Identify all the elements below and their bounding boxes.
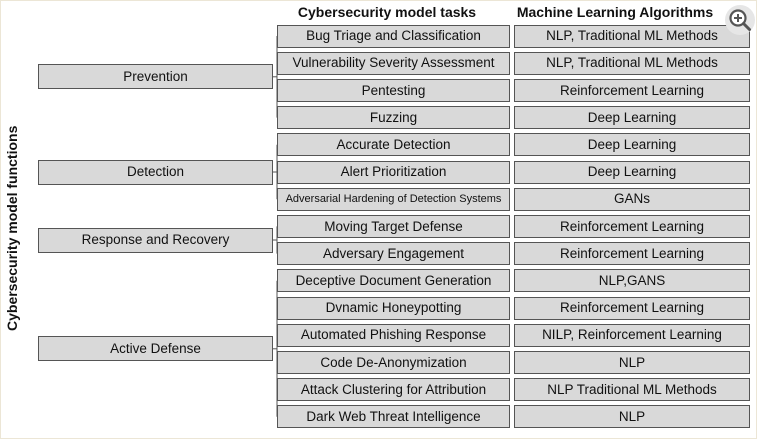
function-box: Active Defense	[38, 336, 273, 362]
algorithm-box: Reinforcement Learning	[514, 242, 750, 266]
algorithm-box: NLP, Traditional ML Methods	[514, 24, 750, 48]
task-box: Fuzzing	[277, 106, 510, 130]
algorithm-box: Reinforcement Learning	[514, 214, 750, 238]
algorithm-box: Deep Learning	[514, 160, 750, 184]
task-box: Deceptive Document Generation	[277, 269, 510, 293]
task-box: Alert Prioritization	[277, 160, 510, 184]
algorithm-box: Reinforcement Learning	[514, 296, 750, 320]
algorithm-box: GANs	[514, 187, 750, 211]
functions-axis-title: Cybersecurity model functions	[4, 125, 20, 331]
task-box: Adversarial Hardening of Detection Syste…	[277, 187, 510, 211]
algorithm-box: Deep Learning	[514, 106, 750, 130]
tasks-column-header: Cybersecurity model tasks	[297, 4, 477, 20]
function-box: Response and Recovery	[38, 227, 273, 253]
task-box: Dvnamic Honeypotting	[277, 296, 510, 320]
algorithm-box: NLP Traditional ML Methods	[514, 378, 750, 402]
zoom-in-icon	[729, 9, 751, 31]
task-box: Moving Target Defense	[277, 214, 510, 238]
algorithm-box: NILP, Reinforcement Learning	[514, 323, 750, 347]
task-box: Accurate Detection	[277, 133, 510, 157]
task-box: Dark Web Threat Intelligence	[277, 405, 510, 429]
task-box: Attack Clustering for Attribution	[277, 378, 510, 402]
algorithms-column-header: Machine Learning Algorithms	[516, 4, 714, 20]
function-box: Prevention	[38, 64, 273, 90]
function-box: Detection	[38, 159, 273, 185]
task-box: Automated Phishing Response	[277, 323, 510, 347]
algorithm-box: NLP,GANS	[514, 269, 750, 293]
task-box: Pentesting	[277, 78, 510, 102]
task-box: Adversary Engagement	[277, 242, 510, 266]
task-box: Vulnerability Severity Assessment	[277, 51, 510, 75]
algorithm-box: NLP, Traditional ML Methods	[514, 51, 750, 75]
task-box: Code De-Anonymization	[277, 350, 510, 374]
algorithm-box: Deep Learning	[514, 133, 750, 157]
algorithm-box: Reinforcement Learning	[514, 78, 750, 102]
algorithm-box: NLP	[514, 350, 750, 374]
algorithm-box: NLP	[514, 405, 750, 429]
task-box: Bug Triage and Classification	[277, 24, 510, 48]
zoom-in-button[interactable]	[725, 5, 755, 35]
